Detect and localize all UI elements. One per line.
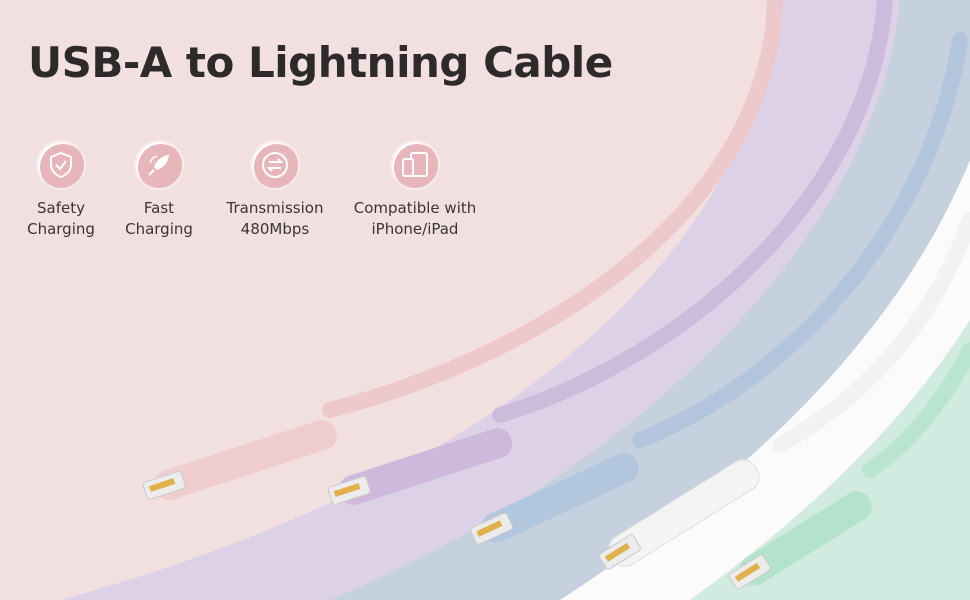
feature-label-line1: Safety (37, 199, 85, 217)
blue-cable (632, 32, 968, 448)
purple-cable (492, 0, 893, 423)
feature-safety-charging: Safety Charging (22, 140, 100, 240)
purple-connector (327, 428, 513, 506)
transfer-arrows-icon (250, 140, 300, 190)
phone-tablet-icon (390, 140, 440, 190)
white-cable (772, 212, 970, 453)
blue-connector (470, 452, 639, 545)
page-title: USB-A to Lightning Cable (28, 38, 613, 87)
feature-transmission: Transmission 480Mbps (225, 140, 325, 240)
mint-connector (728, 491, 872, 590)
feature-label-line2: 480Mbps (240, 220, 310, 238)
feature-label-line2: Charging (125, 220, 193, 238)
rocket-icon (134, 140, 184, 190)
pink-cable (322, 0, 783, 418)
pink-connector (142, 420, 337, 501)
feature-fast-charging: Fast Charging (120, 140, 198, 240)
shield-check-icon (36, 140, 86, 190)
feature-label-line1: Transmission (226, 199, 324, 217)
feature-label-line1: Fast (143, 199, 175, 217)
mint-cable (862, 342, 970, 478)
mint-band (690, 320, 970, 600)
feature-label-line1: Compatible with (353, 199, 477, 217)
feature-compatibility: Compatible with iPhone/iPad (350, 140, 480, 240)
white-connector (598, 459, 760, 570)
feature-label-line2: iPhone/iPad (371, 220, 459, 238)
feature-label-line2: Charging (27, 220, 95, 238)
